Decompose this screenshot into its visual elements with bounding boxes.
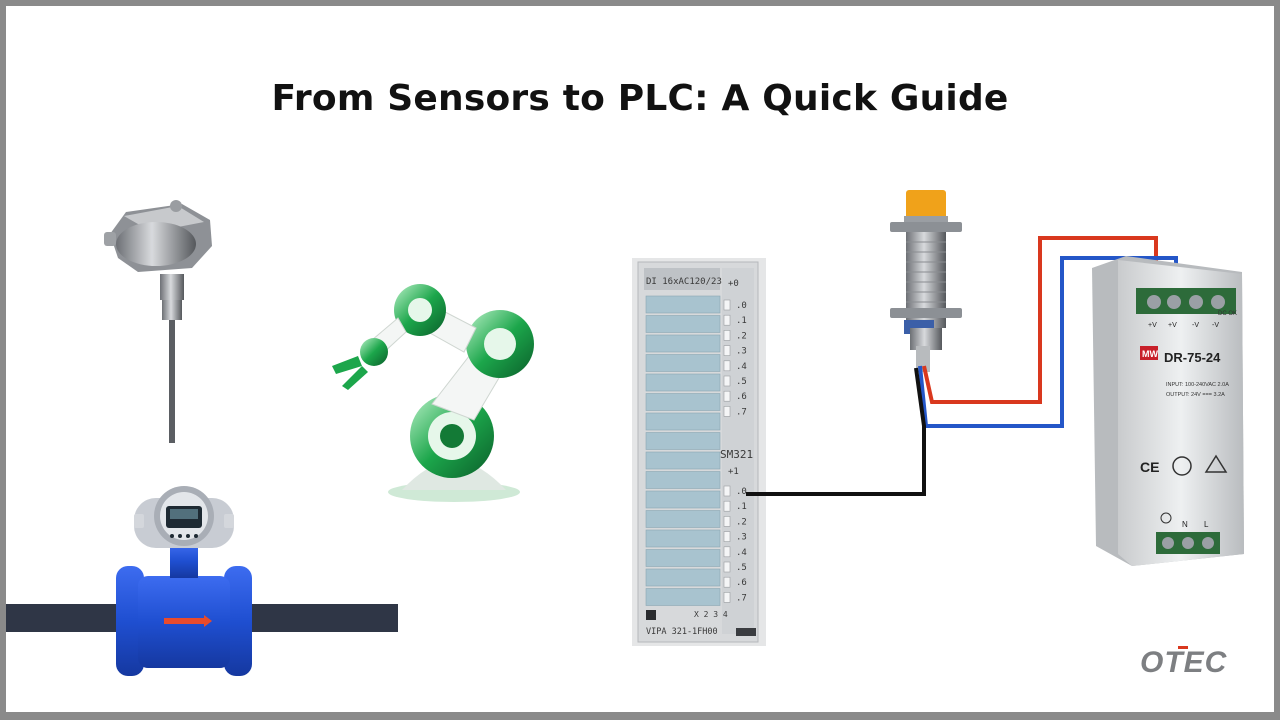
slide: From Sensors to PLC: A Quick Guide — [6, 6, 1274, 712]
plc-channel-led — [723, 375, 731, 387]
psu-dc-ok-label: DC OK — [1218, 311, 1237, 317]
plc-channel-led — [723, 330, 731, 341]
psu-terminal-label: +V — [1148, 322, 1157, 329]
psu-terminal-label: -V — [1212, 322, 1219, 329]
plc-channel-label: .7 — [736, 593, 747, 603]
psu-brand-label: MW — [1142, 349, 1158, 359]
plc-label-slot — [645, 412, 721, 431]
plc-label-slot — [645, 432, 721, 450]
page-title: From Sensors to PLC: A Quick Guide — [271, 78, 1009, 119]
plc-channel-label: .7 — [736, 407, 747, 417]
plc-channel-label: .5 — [736, 563, 747, 573]
plc-channel-led — [723, 546, 731, 558]
plc-label-slot — [645, 373, 721, 392]
plc-label-slot — [645, 529, 721, 548]
plc-part-label: VIPA 321-1FH00 — [646, 627, 718, 637]
plc-channel-label: .2 — [736, 517, 747, 527]
plc-label-slot — [645, 490, 721, 509]
plc-label-slot — [645, 588, 721, 606]
robot-arm-icon — [332, 284, 534, 502]
plc-channel-led — [723, 592, 731, 603]
plc-channel-led — [723, 500, 731, 512]
electromagnetic-flowmeter-icon — [6, 486, 398, 676]
logo-accent — [1178, 646, 1188, 649]
plc-group-a-label: +0 — [728, 279, 739, 289]
plc-label-strip — [645, 295, 721, 606]
plc-channel-led — [723, 576, 731, 588]
plc-label-slot — [645, 354, 721, 372]
plc-label-slot — [645, 510, 721, 528]
plc-label-slot — [645, 393, 721, 411]
plc-channels-group-a: .0 .1 .2 .3 .4 .5 .6 .7 — [723, 299, 747, 417]
plc-channels-group-b: .0 .1 .2 .3 .4 .5 .6 .7 — [723, 485, 747, 603]
plc-channel-label: .0 — [736, 487, 747, 497]
plc-channel-label: .6 — [736, 392, 747, 402]
plc-channel-label: .2 — [736, 331, 747, 341]
plc-input-module: DI 16xAC120/230V .0 .1 .2 .3 .4 .5 .6 .7 .0 .1 .2… — [632, 258, 766, 646]
inductive-proximity-sensor-icon — [890, 190, 962, 372]
warning-icon — [1204, 454, 1228, 473]
otec-logo-text: OTEC — [1140, 646, 1228, 679]
plc-channel-led — [723, 360, 731, 372]
plc-channel-led — [723, 531, 731, 542]
plc-channel-led — [723, 345, 731, 356]
positive-wire — [922, 236, 1158, 404]
plc-header-label: DI 16xAC120/230V — [646, 277, 733, 287]
psu-output-spec: OUTPUT: 24V === 3.2A — [1166, 392, 1225, 398]
plc-channel-label: .6 — [736, 578, 747, 588]
ground-icon — [1160, 512, 1172, 524]
plc-group-b-label: +1 — [728, 467, 739, 477]
psu-terminal-label: +V — [1168, 322, 1177, 329]
plc-channel-led — [723, 390, 731, 402]
plc-channel-led — [723, 314, 731, 326]
psu-ce-mark: CE — [1140, 459, 1159, 475]
plc-channel-label: .1 — [736, 316, 747, 326]
ul-mark-icon — [1172, 456, 1192, 476]
plc-channel-led — [723, 485, 731, 497]
plc-channel-label: .4 — [736, 548, 747, 558]
psu-model-label: DR-75-24 — [1164, 350, 1221, 365]
thermocouple-sensor-icon — [104, 200, 212, 443]
power-supply: +V +V -V -V DC OK MW DR-75-24 INPUT: 100-24… — [1092, 256, 1244, 566]
plc-channel-label: .3 — [736, 533, 747, 543]
plc-channel-led — [723, 561, 731, 573]
plc-label-slot — [645, 295, 721, 314]
signal-wire — [746, 367, 926, 496]
psu-ac-label: N — [1182, 520, 1188, 529]
plc-bank-label: X 2 3 4 — [694, 610, 728, 619]
psu-terminal-label: -V — [1192, 322, 1199, 329]
plc-label-slot — [645, 568, 721, 587]
plc-channel-label: .5 — [736, 377, 747, 387]
plc-channel-label: .4 — [736, 362, 747, 372]
plc-channel-led — [723, 299, 731, 311]
plc-model-label: SM321 — [720, 448, 753, 461]
diagram-canvas: DI 16xAC120/230V .0 .1 .2 .3 .4 .5 .6 .7 .0 .1 .2… — [6, 190, 1244, 679]
plc-label-slot — [645, 549, 721, 567]
plc-label-slot — [645, 471, 721, 489]
plc-label-slot — [645, 451, 721, 470]
otec-logo: OTEC — [1140, 646, 1228, 679]
psu-input-spec: INPUT: 100-240VAC 2.0A — [1166, 382, 1229, 388]
plc-channel-label: .0 — [736, 301, 747, 311]
psu-terminal-labels: +V +V -V -V — [1148, 322, 1219, 329]
plc-channel-led — [723, 516, 731, 527]
plc-channel-led — [723, 406, 731, 417]
psu-ac-label: L — [1204, 520, 1209, 529]
plc-label-slot — [645, 315, 721, 333]
plc-channel-label: .1 — [736, 502, 747, 512]
plc-label-slot — [645, 334, 721, 353]
plc-channel-label: .3 — [736, 347, 747, 357]
